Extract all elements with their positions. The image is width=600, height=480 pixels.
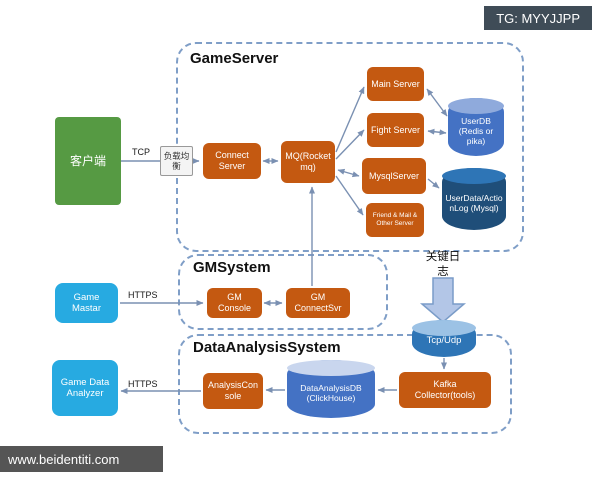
data-analysis-db-label: DataAnalysisDB (ClickHouse) [300,382,362,403]
game-data-analyzer-label: Game Data Analyzer [60,376,110,399]
connect-server-label: Connect Server [215,150,249,171]
load-balancer-node: 负载均衡 [160,146,193,176]
friend-mail-server-node: Friend & Mail & Other Server [366,203,424,237]
game-data-analyzer-node: Game Data Analyzer [52,360,118,416]
tcpudp-cylinder: Tcp/Udp [412,320,476,357]
watermark: www.beidentiti.com [0,446,163,472]
key-log-block-arrow [419,277,467,323]
analysis-console-label: AnalysisConsole [207,380,259,401]
gm-console-label: GM Console [217,292,252,313]
fight-server-label: Fight Server [370,124,421,135]
connect-server-node: Connect Server [203,143,261,179]
tg-badge: TG: MYYJJPP [484,6,592,30]
game-master-node: Game Mastar [55,283,118,323]
mysql-server-node: MysqlServer [362,158,426,194]
client-node: 客户端 [55,117,121,205]
game-master-label: Game Mastar [71,291,102,314]
kafka-collector-label: Kafka Collector(tools) [414,379,476,400]
gm-connectsvr-label: GM ConnectSvr [294,292,342,313]
dataanalysis-group [178,334,512,434]
gmsystem-group-title: GMSystem [193,259,271,276]
kafka-collector-node: Kafka Collector(tools) [399,372,491,408]
userdata-actionlog-label: UserData/ActionLog (Mysql) [445,192,503,213]
mq-label: MQ(Rocketmq) [285,151,331,172]
gm-console-node: GM Console [207,288,262,318]
mysql-server-label: MysqlServer [368,170,419,181]
client-label: 客户端 [69,153,106,168]
main-server-label: Main Server [371,78,420,89]
mq-node: MQ(Rocketmq) [281,141,335,183]
tcpudp-label: Tcp/Udp [426,334,462,346]
fight-server-node: Fight Server [367,113,424,147]
load-balancer-label: 负载均衡 [163,150,190,171]
dataanalysis-group-title: DataAnalysisSystem [193,339,341,356]
data-analysis-db-cylinder: DataAnalysisDB (ClickHouse) [287,360,375,418]
main-server-node: Main Server [367,67,424,101]
gmsystem-group [178,254,388,330]
analysis-console-node: AnalysisConsole [203,373,263,409]
tcp-label: TCP [132,147,150,157]
userdb-label: UserDB (Redis or pika) [458,115,494,147]
gameserver-group-title: GameServer [190,50,279,67]
friend-mail-server-label: Friend & Mail & Other Server [372,212,418,227]
https-label-gm: HTTPS [128,290,158,300]
userdb-cylinder: UserDB (Redis or pika) [448,98,504,156]
gm-connectsvr-node: GM ConnectSvr [286,288,350,318]
https-label-analyzer: HTTPS [128,379,158,389]
userdata-actionlog-cylinder: UserData/ActionLog (Mysql) [442,168,506,230]
key-log-label: 关键日志 [425,251,461,278]
